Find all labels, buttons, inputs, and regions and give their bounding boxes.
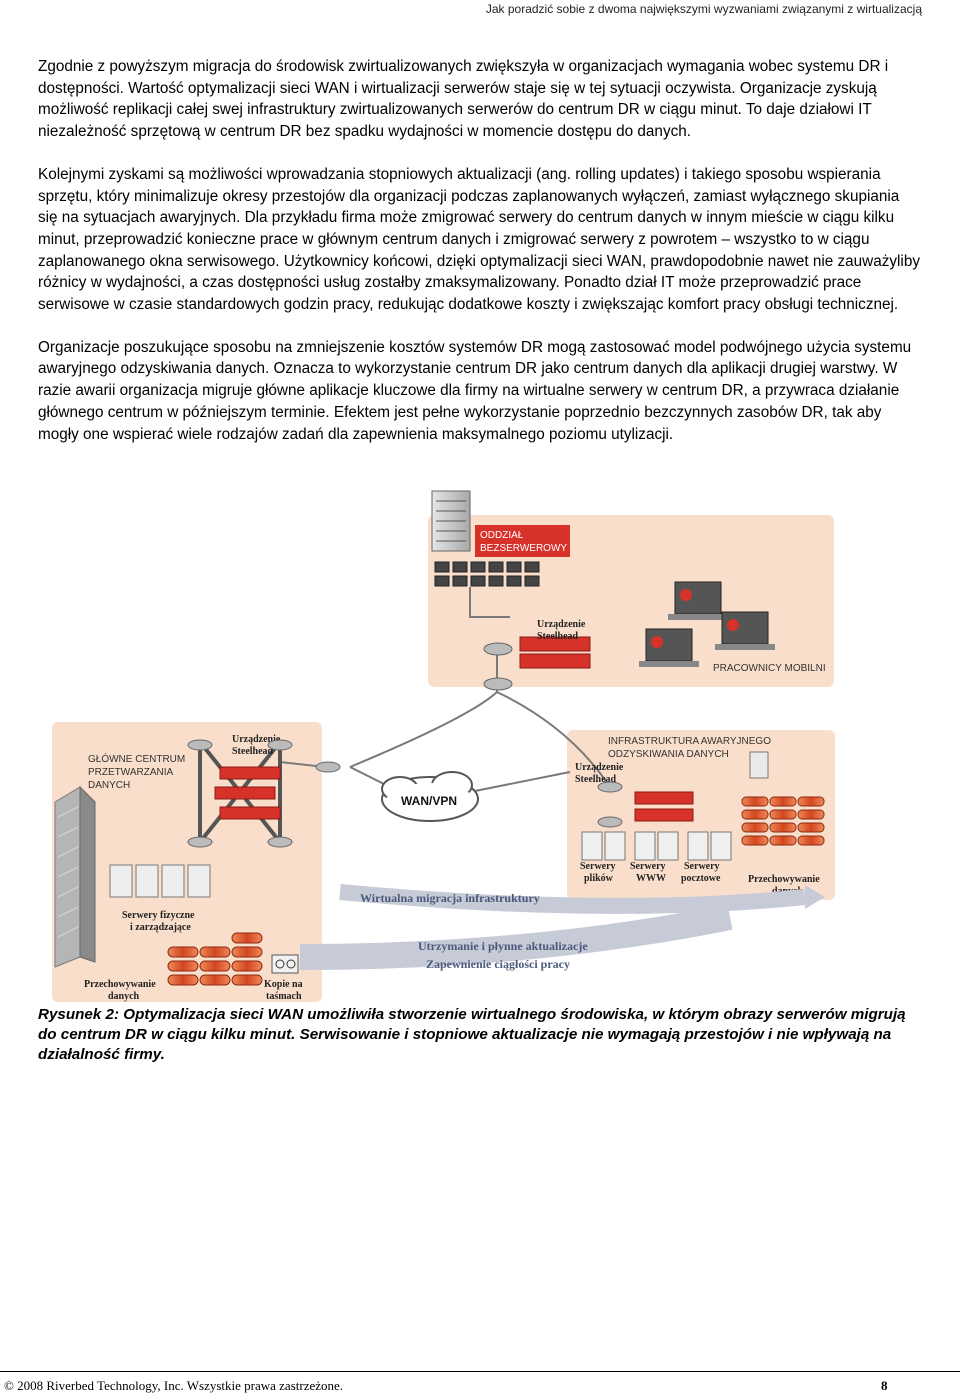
main-dc-title-3: DANYCH <box>88 780 130 791</box>
server-rack-icon <box>109 864 211 898</box>
physical-servers-1: Serwery fizyczne <box>122 910 195 921</box>
uptime-label-2: Zapewnienie ciągłości pracy <box>426 957 570 971</box>
tape-label-1: Kopie na <box>264 979 303 990</box>
tape-label-2: taśmach <box>266 991 302 1002</box>
tape-icon <box>271 954 299 974</box>
steelhead-appliance-icon <box>519 636 591 669</box>
footer-copyright: © 2008 Riverbed Technology, Inc. Wszystk… <box>4 1378 344 1393</box>
file-servers-1: Serwery <box>580 861 616 872</box>
storage-disk-icon <box>167 932 263 986</box>
steelhead-dr-1: Urządzenie <box>575 762 624 773</box>
uptime-arrow <box>299 904 733 970</box>
paragraph-2: Kolejnymi zyskami są możliwości wprowadz… <box>38 165 920 314</box>
steelhead-appliance-icon <box>214 766 281 820</box>
steelhead-appliance-icon <box>634 791 694 822</box>
wan-cloud-icon <box>381 771 479 822</box>
router-icon <box>597 781 623 828</box>
steelhead-top-1: Urządzenie <box>537 619 586 630</box>
physical-servers-2: i zarządzające <box>130 922 191 933</box>
page-number: 8 <box>881 1378 888 1393</box>
network-diagram: ODDZIAŁ BEZSERWEROWY Urządzenie Steelhea… <box>50 487 840 1007</box>
footer-divider <box>0 1371 960 1372</box>
uptime-label-1: Utrzymanie i płynne aktualizacje <box>418 939 588 953</box>
figure-caption: Rysunek 2: Optymalizacja sieci WAN umożl… <box>38 1006 906 1063</box>
virtual-migration-arrow <box>339 884 825 914</box>
body-text: Zgodnie z powyższym migracja do środowis… <box>38 56 922 466</box>
steelhead-top-2: Steelhead <box>537 631 579 642</box>
steelhead-dr-2: Steelhead <box>575 774 617 785</box>
mail-servers-1: Serwery <box>684 861 720 872</box>
laptop-icon <box>639 581 775 667</box>
main-dc-title-1: GŁÓWNE CENTRUM <box>88 752 185 765</box>
steelhead-main-2: Steelhead <box>232 746 274 757</box>
router-icon <box>187 739 341 848</box>
paragraph-1: Zgodnie z powyższym migracja do środowis… <box>38 58 889 141</box>
paragraph-3: Organizacje poszukujące sposobu na zmnie… <box>38 338 912 443</box>
workstation-icon <box>434 561 540 587</box>
wan-label: WAN/VPN <box>401 794 457 808</box>
mail-servers-2: pocztowe <box>681 873 721 884</box>
branch-title-1: ODDZIAŁ <box>480 530 524 541</box>
virtual-migration-label: Wirtualna migracja infrastruktury <box>360 891 540 905</box>
www-servers-2: WWW <box>636 873 666 884</box>
router-icon <box>483 642 513 691</box>
server-rack-icon <box>749 751 769 779</box>
dr-storage-1: Przechowywanie <box>748 874 820 885</box>
dr-title-1: INFRASTRUKTURA AWARYJNEGO <box>608 736 771 747</box>
running-header: Jak poradzić sobie z dwoma największymi … <box>485 2 922 16</box>
main-storage-2: danych <box>108 991 140 1002</box>
dr-title-2: ODZYSKIWANIA DANYCH <box>608 749 729 760</box>
server-rack-icon <box>431 490 471 552</box>
mobile-workers-label: PRACOWNICY MOBILNI <box>713 663 826 674</box>
www-servers-1: Serwery <box>630 861 666 872</box>
file-servers-2: plików <box>584 873 614 884</box>
branch-title-2: BEZSERWEROWY <box>480 543 567 554</box>
main-storage-1: Przechowywanie <box>84 979 156 990</box>
server-rack-icon <box>581 831 732 861</box>
steelhead-main-1: Urządzenie <box>232 734 281 745</box>
main-dc-title-2: PRZETWARZANIA <box>88 767 174 778</box>
storage-disk-icon <box>741 796 825 846</box>
skyscraper-icon <box>54 785 96 968</box>
